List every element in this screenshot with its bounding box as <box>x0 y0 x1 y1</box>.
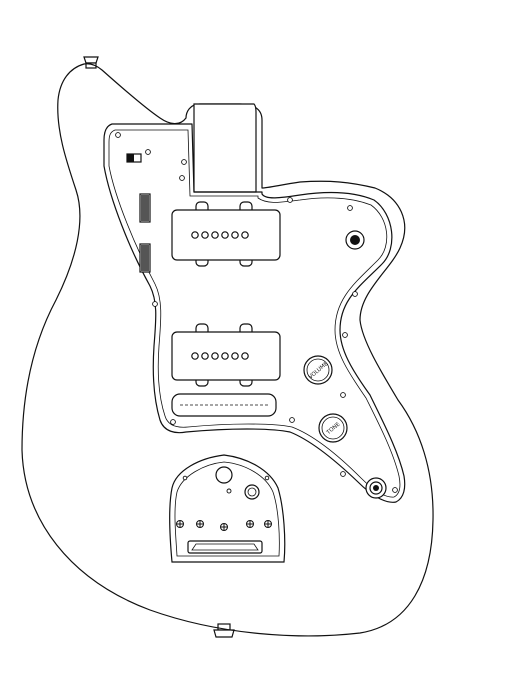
body-outline <box>21 63 434 637</box>
pickup-selector-switch[interactable] <box>171 393 277 417</box>
tremolo-plate <box>169 454 286 563</box>
tremolo-string-bar <box>187 540 263 554</box>
tremolo-arm-socket <box>215 466 233 484</box>
rhythm-roller-wheel-2[interactable] <box>139 243 151 273</box>
output-jack <box>365 477 387 499</box>
volume-knob[interactable]: VOLUME <box>303 355 333 385</box>
rhythm-roller-wheel-1[interactable] <box>139 193 151 223</box>
pickguard-screws <box>115 132 398 493</box>
strap-button-bottom <box>213 623 235 638</box>
tremolo-assembly <box>169 454 286 563</box>
bridge-pickup <box>171 323 281 387</box>
tremolo-screws <box>176 520 272 531</box>
tremolo-lock-button[interactable] <box>244 484 260 500</box>
neck-pocket <box>193 103 257 193</box>
neck-pickup <box>171 201 281 267</box>
rhythm-jack <box>345 230 365 250</box>
strap-button-top <box>83 56 99 69</box>
tone-knob[interactable]: TONE <box>318 413 348 443</box>
rhythm-switch[interactable] <box>126 153 142 163</box>
